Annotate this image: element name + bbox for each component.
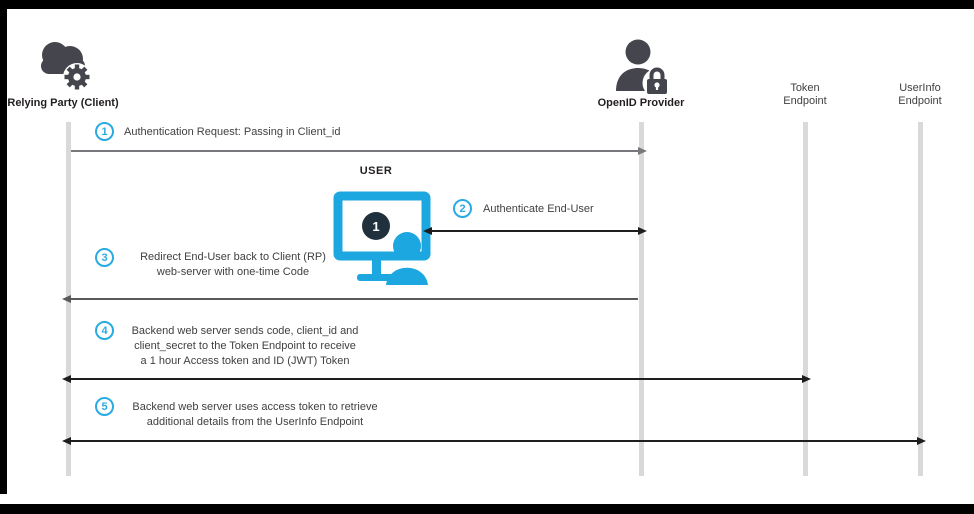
actor-label-relying-party: Relying Party (Client) [7, 97, 119, 109]
step-4-line3: a 1 hour Access token and ID (JWT) Token [140, 355, 350, 367]
frame-bottom-bar [0, 504, 974, 514]
actor-label-token-endpoint: Token Endpoint [783, 82, 826, 108]
userinfo-endpoint-line2: Endpoint [898, 95, 942, 107]
frame-top-bar [0, 0, 974, 9]
step-5-text: Backend web server uses access token to … [118, 400, 392, 430]
user-label: USER [359, 165, 393, 177]
step-5-line2: additional details from the UserInfo End… [146, 416, 364, 428]
token-endpoint-line2: Endpoint [783, 95, 827, 107]
user-monitor-icon [333, 191, 431, 285]
step-2-badge: 2 [453, 199, 472, 218]
step-4-line1: Backend web server sends code, client_id… [131, 325, 359, 337]
actor-label-openid-provider: OpenID Provider [597, 97, 685, 109]
actor-label-userinfo-endpoint: UserInfo Endpoint [898, 82, 941, 108]
user-lock-icon [616, 39, 672, 96]
lifeline-token-endpoint [803, 122, 808, 476]
step-4-badge: 4 [95, 321, 114, 340]
step-4-text: Backend web server sends code, client_id… [118, 324, 372, 369]
step-2-arrow [432, 230, 638, 232]
monitor-screen-badge: 1 [372, 218, 380, 234]
step-3-badge: 3 [95, 248, 114, 267]
token-endpoint-line1: Token [790, 82, 820, 94]
step-5-line1: Backend web server uses access token to … [132, 401, 378, 413]
step-1-badge: 1 [95, 122, 114, 141]
step-3-line1: Redirect End-User back to Client (RP) [140, 251, 326, 263]
cloud-gear-icon [41, 42, 91, 91]
step-4-line2: client_secret to the Token Endpoint to r… [134, 340, 356, 352]
step-3-arrow [71, 298, 638, 300]
frame-left-bar [0, 0, 7, 494]
step-2-text: Authenticate End-User [483, 203, 594, 215]
lifeline-openid-provider [639, 122, 644, 476]
userinfo-endpoint-line1: UserInfo [899, 82, 941, 94]
step-5-badge: 5 [95, 397, 114, 416]
step-3-line2: web-server with one-time Code [156, 266, 310, 278]
step-4-arrow [71, 378, 802, 380]
step-1-text: Authentication Request: Passing in Clien… [124, 126, 341, 138]
step-5-arrow [71, 440, 917, 442]
step-1-arrow [71, 150, 638, 152]
step-3-text: Redirect End-User back to Client (RP) we… [118, 250, 348, 280]
lifeline-userinfo-endpoint [918, 122, 923, 476]
